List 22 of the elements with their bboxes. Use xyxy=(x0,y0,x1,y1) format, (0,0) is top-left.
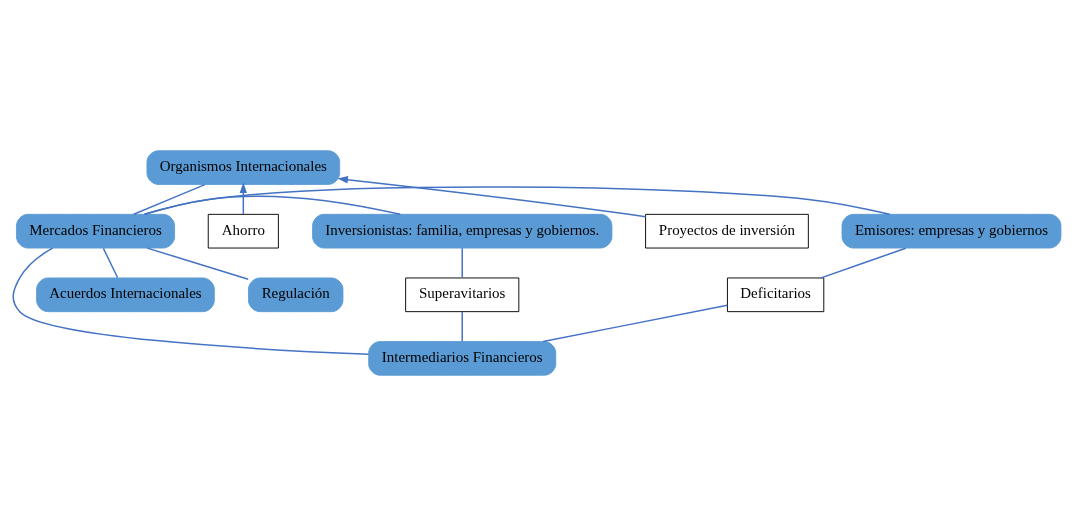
node-box: Organismos Internacionales xyxy=(146,149,341,185)
node-box: Superavitarios xyxy=(405,277,520,312)
arrow xyxy=(337,175,647,218)
connector xyxy=(133,183,206,215)
node-box: Ahorro xyxy=(207,213,279,248)
node-box: Proyectos de inversión xyxy=(645,213,809,248)
arrow xyxy=(239,181,247,215)
connector xyxy=(102,247,119,278)
connector xyxy=(12,246,370,355)
node-box: Deficitarios xyxy=(726,277,825,312)
connector xyxy=(461,247,463,278)
connector xyxy=(146,246,249,280)
connector xyxy=(820,246,907,279)
node-box: Emisores: empresas y gobiernos xyxy=(841,213,1062,248)
node-box: Mercados Financieros xyxy=(16,213,176,248)
connector xyxy=(542,304,729,342)
node-box: Regulación xyxy=(248,277,344,312)
node-box: Intermediarios Financieros xyxy=(368,340,557,376)
node-box: Inversionistas: familia, empresas y gobiernos. xyxy=(312,213,613,248)
connector xyxy=(461,310,463,342)
node-box: Acuerdos Internacionales xyxy=(36,277,215,312)
connector xyxy=(143,185,891,215)
